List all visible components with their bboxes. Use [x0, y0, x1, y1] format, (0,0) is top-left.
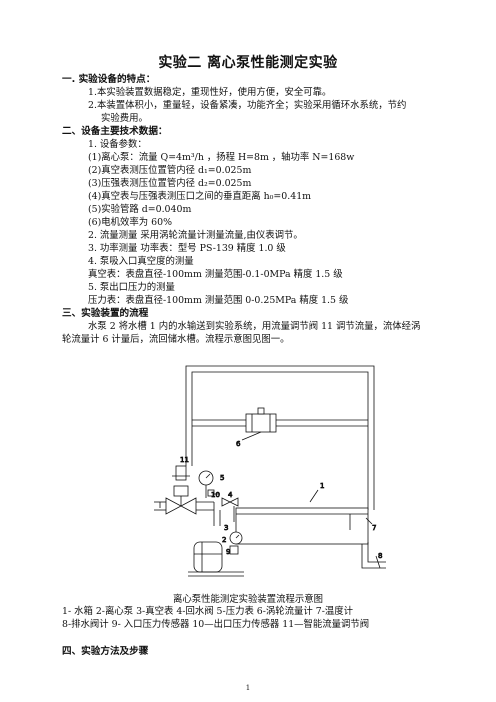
figure-legend-2: 8-排水阀计 9- 入口压力传感器 10—出口压力传感器 11—智能流量调节阀: [62, 619, 370, 630]
water-tank-icon: [235, 489, 369, 545]
turbine-flowmeter-icon: [241, 407, 277, 441]
s2-line-8: 2. 流量测量 采用涡轮流量计测量流量,由仪表调节。: [88, 230, 303, 241]
pump-icon: [188, 541, 244, 577]
s2-line-12: 5. 泵出口压力的测量: [88, 282, 175, 293]
s2-line-13: 压力表：表盘直径-100mm 测量范围 0-0.25MPa 精度 1.5 级: [88, 295, 349, 306]
flow-diagram: 6 11 5 10: [154, 365, 386, 577]
s2-line-4: (3)压强表测压位置管内径 d₂=0.025m: [88, 178, 252, 189]
label-4: 4: [228, 491, 233, 499]
label-10: 10: [211, 491, 220, 499]
s1-item-2: 2.本装置体积小，重量轻，设备紧凑，功能齐全；实验采用循环水系统，节约: [88, 100, 407, 111]
s2-line-6: (5)实验管路 d=0.040m: [88, 204, 192, 215]
section-3-heading: 三、实验装置的流程: [62, 308, 149, 319]
flow-control-valve-icon: [165, 465, 197, 515]
thermometer-icon: [365, 517, 373, 525]
label-11: 11: [180, 456, 189, 464]
figure-caption: 离心泵性能测定实验装置流程示意图: [172, 594, 323, 605]
s2-line-9: 3. 功率测量 功率表：型号 PS-139 精度 1.0 级: [88, 243, 286, 254]
outlet-sensor-icon: [207, 489, 220, 497]
s2-line-3: (2)真空表测压位置管内径 d₁=0.025m: [88, 165, 252, 176]
label-5: 5: [220, 474, 224, 482]
vacuum-gauge-icon: [229, 531, 243, 545]
drain-valve-icon: [361, 542, 386, 569]
s2-line-1: 1. 设备参数：: [88, 139, 147, 150]
pump-riser: [213, 502, 235, 526]
label-2: 2: [222, 536, 226, 544]
s2-line-11: 真空表：表盘直径-100mm 测量范围-0.1-0MPa 精度 1.5 级: [88, 269, 343, 280]
s2-line-5: (4)真空表与压强表测压口之间的垂直距离 h₀=0.41m: [88, 191, 312, 202]
section-4-heading: 四、实验方法及步骤: [62, 646, 149, 657]
section-1-heading: 一. 实验设备的特点：: [62, 74, 156, 85]
label-3: 3: [224, 524, 228, 532]
label-9: 9: [226, 548, 230, 556]
s1-item-1: 1.本实验装置数据稳定，重现性好，使用方便，安全可靠。: [88, 87, 332, 98]
label-7: 7: [372, 524, 376, 532]
main-pipe: [154, 501, 214, 511]
page-number: 1: [245, 684, 251, 692]
inlet-sensor-icon: [229, 545, 239, 555]
label-8: 8: [378, 552, 382, 560]
return-valve-icon: [221, 497, 239, 507]
label-6: 6: [236, 440, 241, 448]
return-pipe: [185, 365, 375, 510]
s2-line-10: 4. 泵吸入口真空度的测量: [88, 256, 194, 267]
label-1: 1: [320, 482, 324, 490]
page-title: 实验二 离心泵性能测定实验: [158, 55, 338, 71]
section-2-heading: 二、设备主要技术数据：: [62, 126, 168, 137]
figure-legend-1: 1- 水箱 2-离心泵 3-真空表 4-回水阀 5-压力表 6-涡轮流量计 7-…: [62, 606, 354, 617]
s1-item-2-cont: 实验费用。: [101, 113, 148, 124]
s3-para-1: 水泵 2 将水槽 1 内的水输送到实验系统，用流量调节阀 11 调节流量，流体经…: [88, 321, 421, 332]
s2-line-2: (1)离心泵：流量 Q=4m³/h ，扬程 H=8m ，轴功率 N=168w: [88, 152, 355, 163]
s3-para-2: 轮流量计 6 计量后，流回储水槽。流程示意图见图一。: [62, 334, 290, 345]
s2-line-7: (6)电机效率为 60%: [88, 217, 172, 228]
pressure-gauge-icon: [198, 470, 214, 498]
